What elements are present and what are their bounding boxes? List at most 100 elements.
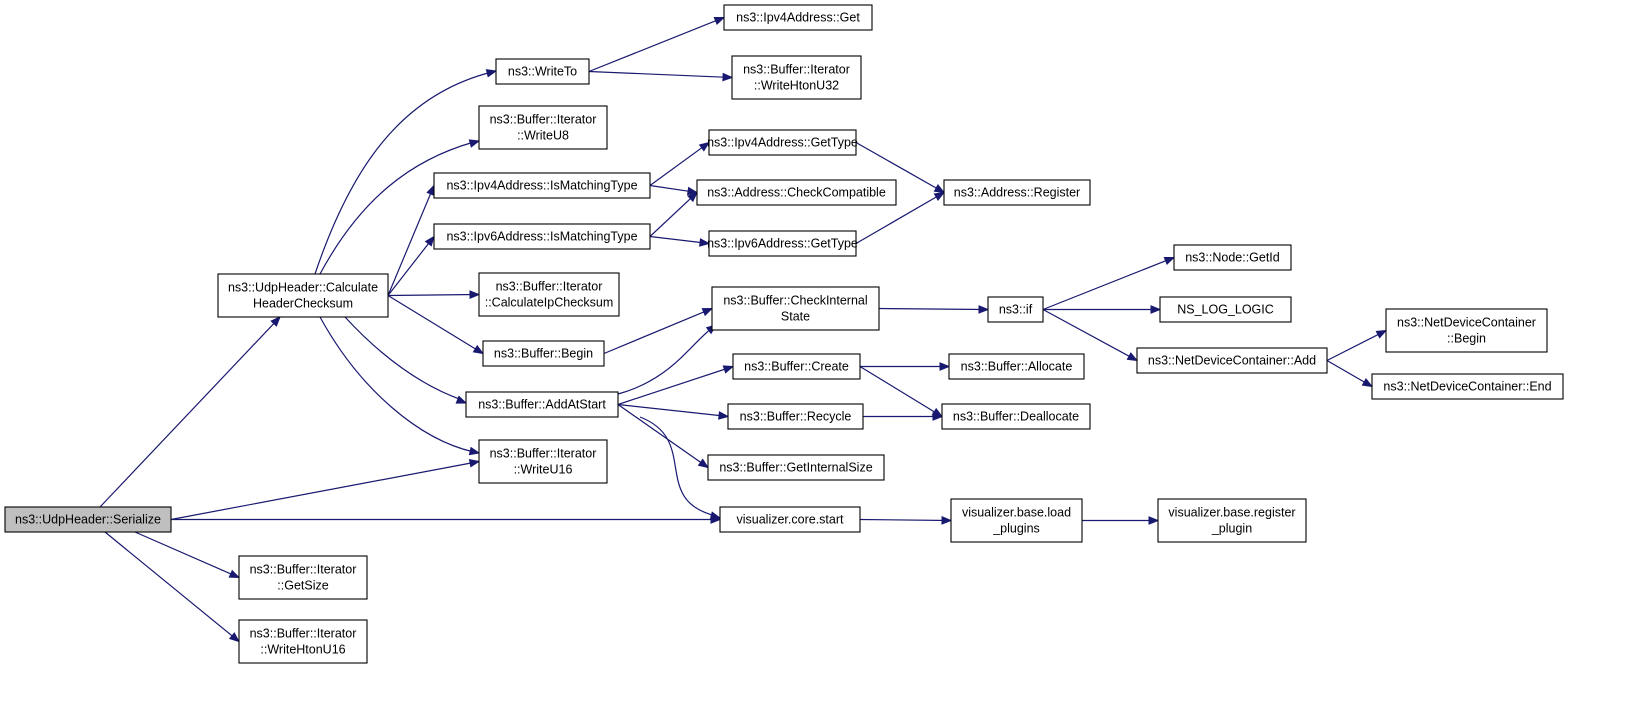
edge-line [855, 192, 943, 245]
node-ns3-buffer-iterator-calculateipchecksum[interactable]: ns3::Buffer::Iterator::CalculateIpChecks… [478, 272, 620, 317]
node-box[interactable] [732, 353, 861, 380]
edge-checkInternal-to-nsif [878, 305, 990, 314]
node-ns3-ipv4address-get[interactable]: ns3::Ipv4Address::Get [723, 4, 873, 31]
node-label: ::WriteU16 [514, 463, 573, 477]
edge-line [387, 237, 434, 296]
node-box[interactable] [723, 4, 873, 31]
edge-line [387, 293, 478, 297]
edge-vizStart-to-vizLoad [859, 516, 953, 525]
node-ns-log-logic[interactable]: NS_LOG_LOGIC [1159, 296, 1292, 323]
node-ns3-buffer-iterator-writeu16[interactable]: ns3::Buffer::Iterator::WriteU16 [478, 439, 608, 484]
node-ns3-buffer-create[interactable]: ns3::Buffer::Create [732, 353, 861, 380]
edge-line [617, 403, 727, 417]
node-ns3-udpheader-serialize[interactable]: ns3::UdpHeader::Serialize [4, 506, 172, 533]
node-ns3-buffer-addatstart[interactable]: ns3::Buffer::AddAtStart [465, 391, 619, 418]
node-ns3-buffer-begin[interactable]: ns3::Buffer::Begin [482, 340, 605, 367]
node-box[interactable] [987, 296, 1044, 323]
node-ns3-ipv4address-gettype[interactable]: ns3::Ipv4Address::GetType [707, 129, 858, 156]
node-box[interactable] [708, 230, 857, 257]
node-ns3-buffer-iterator-writeu8[interactable]: ns3::Buffer::Iterator::WriteU8 [478, 105, 608, 150]
node-box[interactable] [1385, 308, 1548, 353]
node-ns3-netdevicecontainer-end[interactable]: ns3::NetDeviceContainer::End [1371, 373, 1564, 400]
node-ns3-if[interactable]: ns3::if [987, 296, 1044, 323]
node-box[interactable] [1157, 498, 1307, 543]
node-box[interactable] [950, 498, 1083, 543]
edge-line [859, 365, 941, 416]
node-box[interactable] [478, 439, 608, 484]
node-box[interactable] [238, 619, 368, 664]
node-ns3-buffer-deallocate[interactable]: ns3::Buffer::Deallocate [941, 403, 1091, 430]
node-ns3-address-checkcompatible[interactable]: ns3::Address::CheckCompatible [696, 179, 897, 206]
node-box[interactable] [433, 223, 651, 250]
edge-line [649, 184, 696, 193]
edge-ipv6GetType-to-addrRegister [855, 191, 946, 245]
node-box[interactable] [707, 454, 885, 481]
node-box[interactable] [711, 286, 880, 331]
node-ns3-buffer-iterator-getsize[interactable]: ns3::Buffer::Iterator::GetSize [238, 555, 368, 600]
node-ns3-buffer-iterator-writehtonu32[interactable]: ns3::Buffer::Iterator::WriteHtonU32 [731, 55, 862, 100]
node-label: ns3::Address::CheckCompatible [707, 186, 886, 200]
node-visualizer-base-load-plugins[interactable]: visualizer.base.load_plugins [950, 498, 1083, 543]
node-ns3-buffer-allocate[interactable]: ns3::Buffer::Allocate [948, 353, 1085, 380]
node-box[interactable] [217, 273, 389, 318]
edge-calcHdr-to-addAtStart [344, 316, 468, 404]
node-box[interactable] [941, 403, 1091, 430]
node-box[interactable] [238, 555, 368, 600]
node-box[interactable] [943, 179, 1091, 206]
edge-nsif-to-nsLogLogic [1043, 305, 1162, 314]
edge-calcHdr-to-begin [387, 294, 485, 355]
node-ns3-buffer-recycle[interactable]: ns3::Buffer::Recycle [727, 403, 864, 430]
node-box[interactable] [495, 58, 590, 85]
arrowhead-icon [932, 412, 944, 421]
node-ns3-ipv6address-gettype[interactable]: ns3::Ipv6Address::GetType [707, 230, 858, 257]
node-box[interactable] [719, 506, 861, 533]
node-box[interactable] [478, 272, 620, 317]
edge-line [1326, 359, 1371, 387]
arrowhead-icon [1148, 516, 1160, 525]
node-label: ns3::Buffer::Allocate [961, 360, 1073, 374]
node-label: visualizer.base.load [962, 506, 1071, 520]
node-box[interactable] [731, 55, 862, 100]
node-ns3-buffer-iterator-writehtonu16[interactable]: ns3::Buffer::Iterator::WriteHtonU16 [238, 619, 368, 664]
edge-line [134, 531, 238, 578]
node-box[interactable] [1159, 296, 1292, 323]
node-box[interactable] [478, 105, 608, 150]
edge-calcHdr-to-ipv6Match [387, 235, 435, 296]
node-visualizer-base-register-plugin[interactable]: visualizer.base.register_plugin [1157, 498, 1307, 543]
edge-serialize-to-getSize [134, 531, 241, 579]
node-ns3-buffer-getinternalsize[interactable]: ns3::Buffer::GetInternalSize [707, 454, 885, 481]
edge-line [649, 235, 708, 244]
edge-vizLoad-to-vizRegister [1082, 516, 1160, 525]
node-box[interactable] [1371, 373, 1564, 400]
node-box[interactable] [465, 391, 619, 418]
arrowhead-icon [933, 191, 946, 202]
edge-line [859, 518, 950, 522]
node-box[interactable] [696, 179, 897, 206]
node-box[interactable] [727, 403, 864, 430]
node-box[interactable] [1136, 347, 1328, 374]
edge-line [170, 461, 478, 521]
node-ns3-ipv6address-ismatchingtype[interactable]: ns3::Ipv6Address::IsMatchingType [433, 223, 651, 250]
edge-begin-to-checkInternal [603, 307, 714, 355]
node-ns3-ipv4address-ismatchingtype[interactable]: ns3::Ipv4Address::IsMatchingType [433, 172, 651, 199]
node-box[interactable] [948, 353, 1085, 380]
node-label: ns3::Buffer::Iterator [250, 627, 357, 641]
node-label: ns3::Buffer::Recycle [740, 410, 852, 424]
node-ns3-writeto[interactable]: ns3::WriteTo [495, 58, 590, 85]
node-ns3-netdevicecontainer-add[interactable]: ns3::NetDeviceContainer::Add [1136, 347, 1328, 374]
node-box[interactable] [482, 340, 605, 367]
node-box[interactable] [708, 129, 857, 156]
edge-line [314, 71, 493, 275]
node-ns3-node-getid[interactable]: ns3::Node::GetId [1173, 244, 1292, 271]
node-box[interactable] [1173, 244, 1292, 271]
edge-ipv4GetType-to-addrRegister [855, 141, 946, 194]
node-ns3-address-register[interactable]: ns3::Address::Register [943, 179, 1091, 206]
node-visualizer-core-start[interactable]: visualizer.core.start [719, 506, 861, 533]
node-ns3-netdevicecontainer-begin[interactable]: ns3::NetDeviceContainer::Begin [1385, 308, 1548, 353]
node-box[interactable] [433, 172, 651, 199]
node-label: ::WriteHtonU32 [754, 79, 839, 93]
node-box[interactable] [4, 506, 172, 533]
node-label: ::Begin [1447, 332, 1486, 346]
